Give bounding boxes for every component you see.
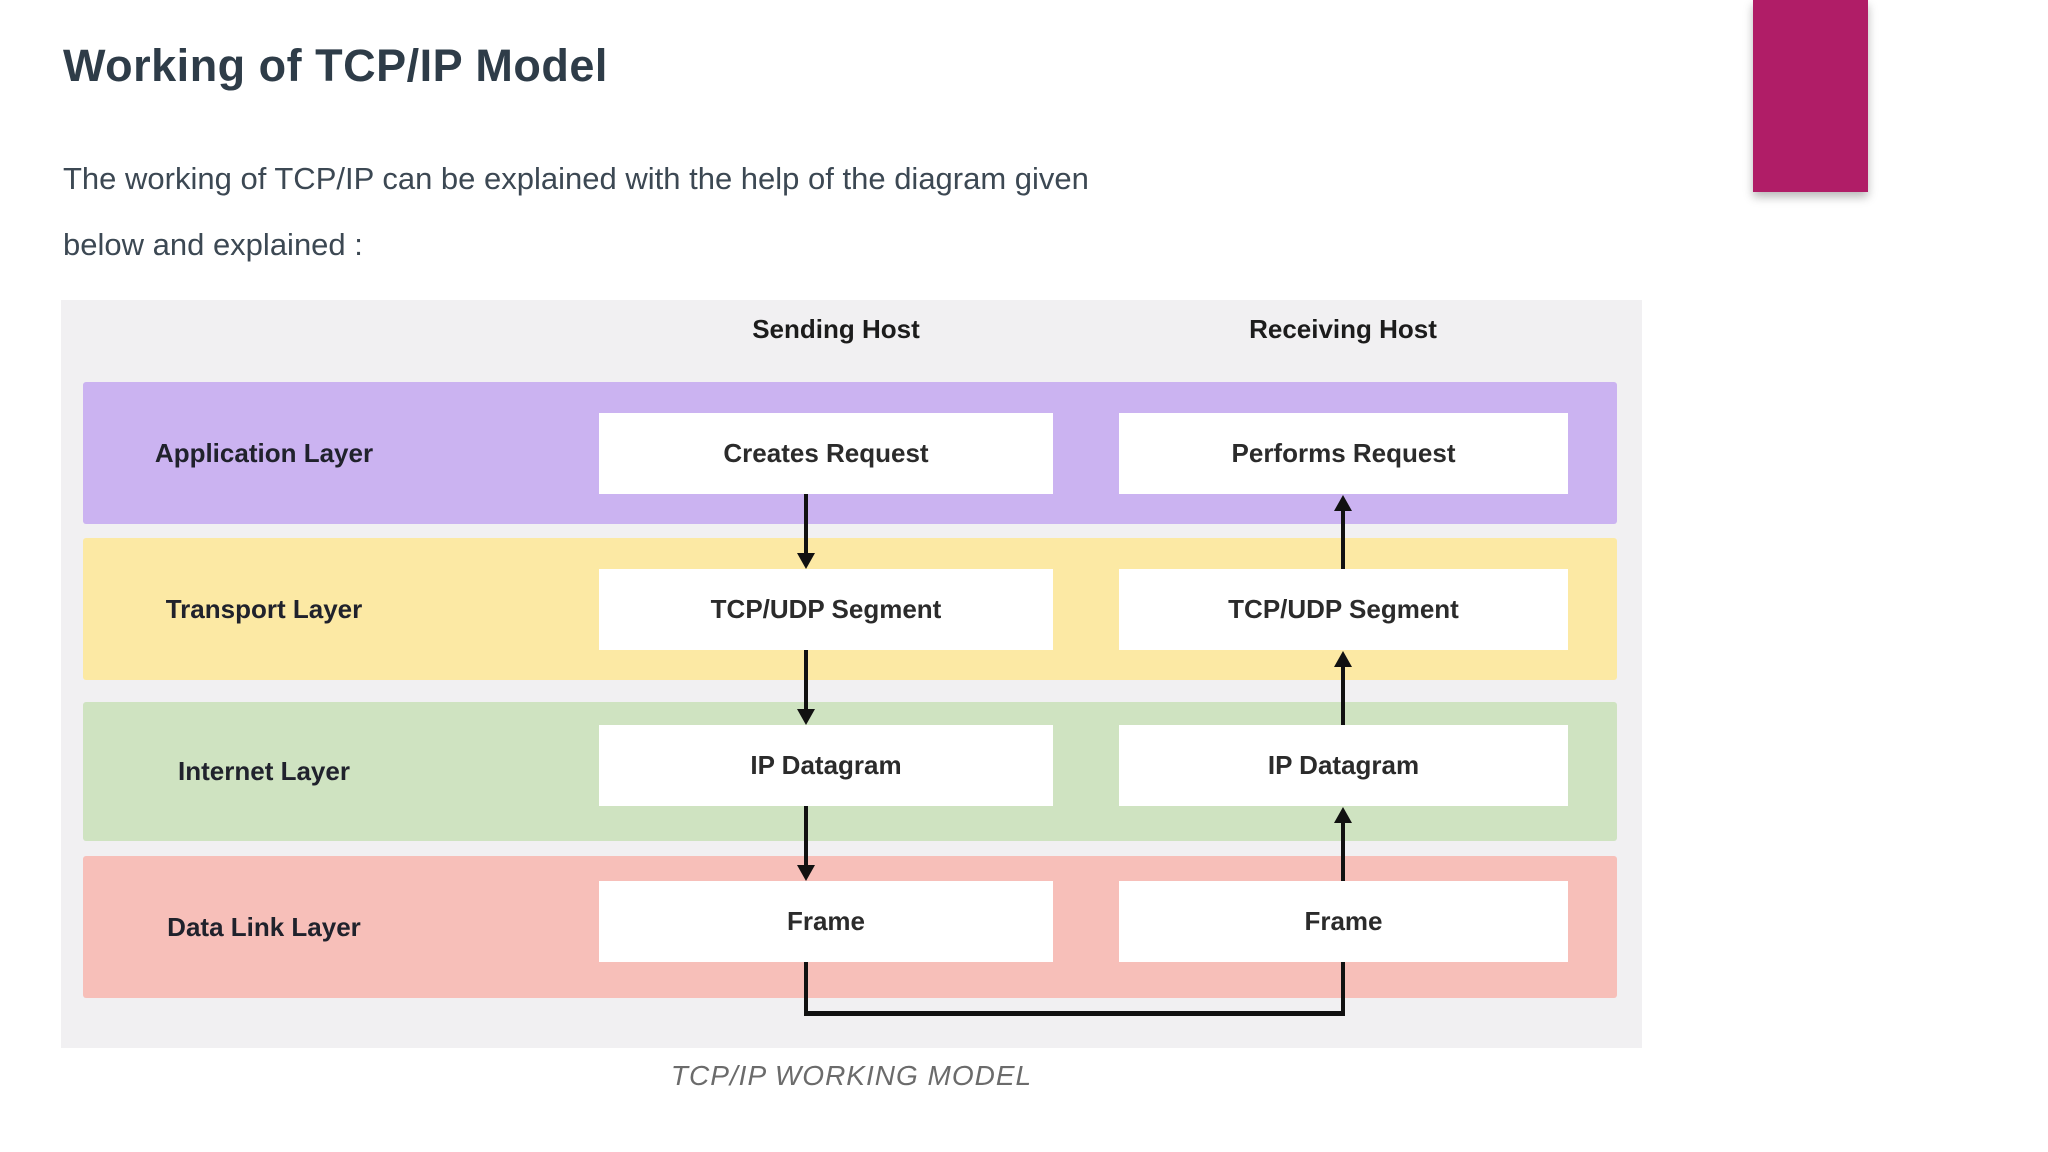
layer-label-transport: Transport Layer	[165, 593, 363, 624]
sending-node-box: TCP/UDP Segment	[599, 569, 1053, 650]
layer-label-internet: Internet Layer	[178, 756, 350, 786]
diagram-caption: TCP/IP WORKING MODEL	[670, 1060, 1033, 1091]
receiving-host-header: Receiving Host	[1249, 314, 1437, 344]
down-arrow-icon	[797, 806, 815, 881]
receiving-node-box: Frame	[1119, 881, 1568, 962]
page-subtitle: The working of TCP/IP can be explained w…	[63, 146, 1089, 278]
up-arrow-icon	[1334, 807, 1352, 881]
receiving-node-box: TCP/UDP Segment	[1119, 569, 1568, 650]
sending-node-box: IP Datagram	[599, 725, 1053, 806]
down-arrow-icon	[797, 494, 815, 569]
subtitle-line-1: The working of TCP/IP can be explained w…	[63, 161, 1089, 196]
receiving-node-box: Performs Request	[1119, 413, 1568, 494]
accent-rectangle	[1753, 0, 1868, 192]
diagram-panel: Sending Host Receiving Host Application …	[61, 300, 1642, 1048]
page-title: Working of TCP/IP Model	[63, 40, 608, 91]
sending-node-box: Creates Request	[599, 413, 1053, 494]
layer-label-application: Application Layer	[154, 437, 374, 468]
down-arrow-icon	[797, 650, 815, 725]
up-arrow-icon	[1334, 651, 1352, 725]
layer-label-datalink: Data Link Layer	[167, 911, 361, 942]
sending-node-box: Frame	[599, 881, 1053, 962]
receiving-node-box: IP Datagram	[1119, 725, 1568, 806]
subtitle-line-2: below and explained :	[63, 227, 363, 262]
frame-connector-line	[804, 962, 1345, 1016]
sending-host-header: Sending Host	[752, 314, 920, 344]
up-arrow-icon	[1334, 495, 1352, 569]
